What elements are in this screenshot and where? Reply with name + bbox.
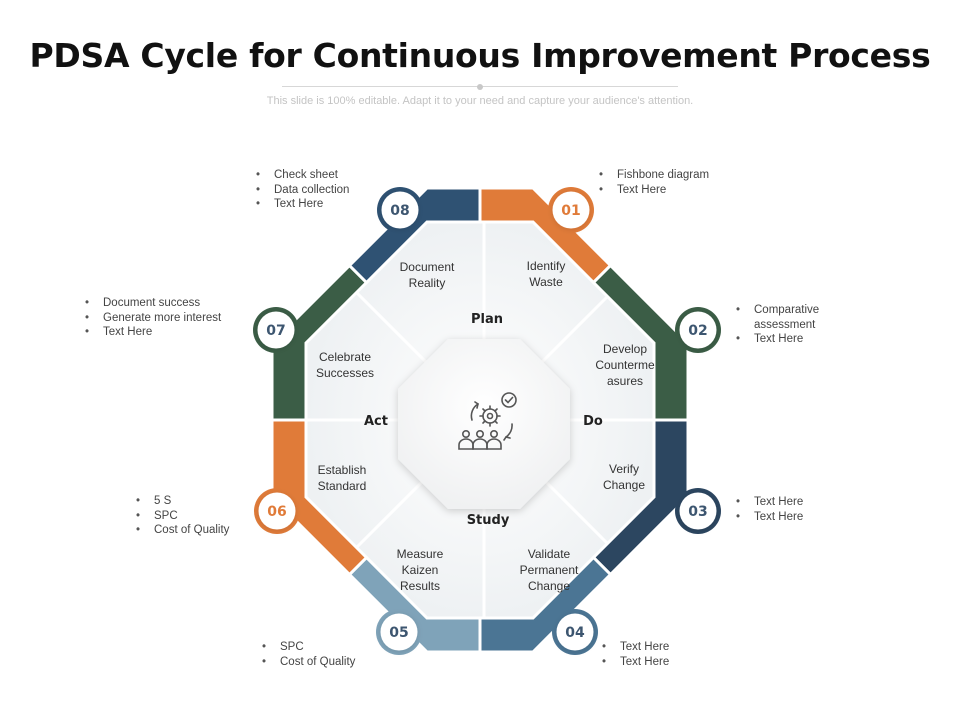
- quadrant-label-act: Act: [364, 414, 388, 429]
- quadrant-label-study: Study: [467, 513, 510, 528]
- note-item: Check sheet: [256, 168, 401, 183]
- note-item: Text Here: [85, 325, 240, 340]
- note-list-01: Fishbone diagram Text Here: [597, 168, 774, 197]
- note-list-05: SPC Cost of Quality: [260, 640, 417, 669]
- page-title: PDSA Cycle for Continuous Improvement Pr…: [29, 36, 931, 75]
- segment-text-line: Kaizen: [402, 563, 439, 577]
- note-item: Text Here: [736, 332, 871, 347]
- segment-text-develop-countermeasures: Develop Counterme asures: [595, 342, 655, 388]
- step-marker-01: 01: [548, 187, 594, 233]
- quadrant-label-plan: Plan: [471, 312, 503, 327]
- step-marker-face: [679, 311, 717, 349]
- note-item: Text Here: [602, 655, 737, 670]
- note-list-02: Comparative assessment Text Here: [734, 303, 871, 347]
- segment-text-line: Waste: [529, 275, 563, 289]
- cycle-band: [270, 186, 690, 654]
- step-marker-04: 04: [552, 609, 598, 655]
- step-number: 04: [565, 625, 585, 641]
- quadrant-label-do: Do: [583, 414, 603, 429]
- note-list-06: 5 S SPC Cost of Quality: [134, 494, 281, 538]
- segment-text-line: Change: [603, 478, 645, 492]
- segment-text-line: Permanent: [520, 563, 579, 577]
- center-octagon: [398, 339, 570, 509]
- note-item: 5 S: [136, 494, 281, 509]
- title-divider: [282, 84, 678, 90]
- segment-text-line: Measure: [397, 547, 444, 561]
- note-list-08: Check sheet Data collection Text Here: [254, 168, 401, 212]
- step-marker-face: [257, 311, 295, 349]
- page-subtitle: This slide is 100% editable. Adapt it to…: [266, 95, 694, 107]
- step-number: 07: [266, 323, 285, 339]
- note-list-03: Text Here Text Here: [734, 495, 871, 524]
- team-gears-icon: [458, 392, 517, 450]
- step-marker-face: [552, 191, 590, 229]
- segment-text-line: Successes: [316, 366, 374, 380]
- segment-text-line: Establish: [318, 463, 367, 477]
- segment-text-document-reality: Document Reality: [400, 260, 455, 290]
- segment-text-line: Celebrate: [319, 350, 371, 364]
- note-list-07: Document success Generate more interest …: [83, 296, 240, 340]
- step-marker-02: 02: [675, 307, 721, 353]
- segment-text-identify-waste: Identify Waste: [527, 259, 566, 289]
- note-item: Document success: [85, 296, 240, 311]
- note-item: Comparative assessment: [736, 303, 871, 332]
- note-item: Data collection: [256, 183, 401, 198]
- segment-text-line: asures: [607, 374, 643, 388]
- segment-text-line: Change: [528, 579, 570, 593]
- step-number: 01: [561, 203, 580, 219]
- segment-text-validate-permanent-change: Validate Permanent Change: [520, 547, 579, 593]
- note-item: SPC: [136, 509, 281, 524]
- segment-text-line: Results: [400, 579, 440, 593]
- note-item: Generate more interest: [85, 311, 240, 326]
- segment-text-establish-standard: Establish Standard: [318, 463, 367, 493]
- note-item: Text Here: [599, 183, 774, 198]
- note-item: SPC: [262, 640, 417, 655]
- band-segment-document-reality: [347, 186, 482, 285]
- segment-text-line: Develop: [603, 342, 647, 356]
- note-item: Cost of Quality: [262, 655, 417, 670]
- step-number: 02: [688, 323, 707, 339]
- segment-text-measure-kaizen-results: Measure Kaizen Results: [397, 547, 444, 593]
- segment-text-line: Standard: [318, 479, 367, 493]
- step-marker-face: [679, 492, 717, 530]
- segment-text-line: Counterme: [595, 358, 655, 372]
- segment-text-line: Identify: [527, 259, 566, 273]
- segment-text-line: Document: [400, 260, 455, 274]
- step-number: 05: [389, 625, 408, 641]
- note-item: Text Here: [602, 640, 737, 655]
- note-item: Text Here: [736, 495, 871, 510]
- note-item: Text Here: [256, 197, 401, 212]
- segment-text-celebrate-successes: Celebrate Successes: [316, 350, 374, 380]
- note-item: Cost of Quality: [136, 523, 281, 538]
- step-number: 03: [688, 504, 707, 520]
- segment-text-line: Validate: [528, 547, 571, 561]
- note-list-04: Text Here Text Here: [600, 640, 737, 669]
- segment-text-line: Reality: [409, 276, 446, 290]
- segment-text-line: Verify: [609, 462, 639, 476]
- segment-text-verify-change: Verify Change: [603, 462, 645, 492]
- step-marker-face: [556, 613, 594, 651]
- note-item: Text Here: [736, 510, 871, 525]
- note-item: Fishbone diagram: [599, 168, 774, 183]
- step-marker-07: 07: [253, 307, 299, 353]
- step-marker-03: 03: [675, 488, 721, 534]
